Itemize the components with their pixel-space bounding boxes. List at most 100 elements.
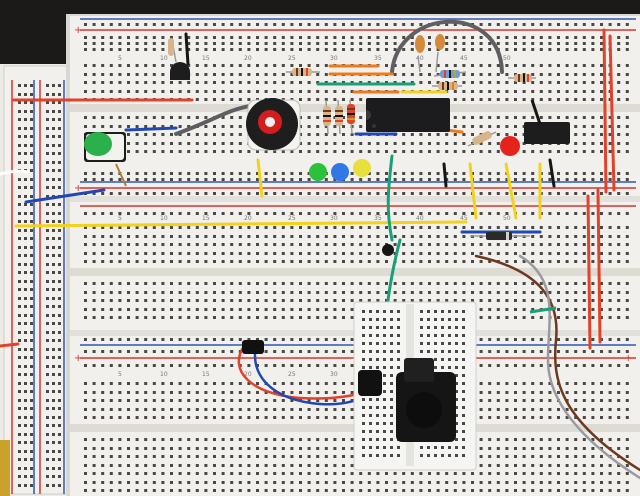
- breadboard-hole: [548, 36, 552, 39]
- breadboard-hole: [434, 446, 437, 449]
- breadboard-hole: [204, 338, 208, 341]
- breadboard-hole: [488, 489, 492, 492]
- breadboard-hole: [52, 127, 55, 130]
- breadboard-hole: [383, 310, 386, 313]
- breadboard-hole: [152, 481, 156, 484]
- breadboard-hole: [187, 408, 191, 411]
- breadboard-hole: [342, 299, 345, 302]
- svg-text:40: 40: [416, 215, 424, 222]
- breadboard-hole: [376, 243, 380, 246]
- breadboard-hole: [195, 260, 199, 263]
- breadboard-hole: [30, 101, 33, 104]
- breadboard-hole: [324, 260, 328, 263]
- breadboard-hole: [574, 489, 578, 492]
- breadboard-hole: [359, 150, 363, 153]
- breadboard-hole: [307, 212, 311, 215]
- breadboard-hole: [24, 161, 27, 164]
- breadboard-hole: [455, 350, 458, 353]
- breadboard-hole: [342, 125, 345, 128]
- breadboard-hole: [462, 64, 466, 67]
- breadboard-hole: [24, 254, 27, 257]
- breadboard-hole: [453, 489, 457, 492]
- breadboard-hole: [135, 438, 139, 441]
- breadboard-hole: [436, 291, 440, 294]
- breadboard-hole: [324, 338, 328, 341]
- breadboard-hole: [625, 338, 629, 341]
- breadboard-hole: [505, 226, 509, 229]
- breadboard-hole: [462, 390, 465, 393]
- breadboard-hole: [539, 23, 543, 26]
- breadboard-hole: [299, 472, 302, 475]
- breadboard-hole: [135, 81, 139, 84]
- breadboard-hole: [441, 310, 444, 313]
- breadboard-hole: [333, 391, 337, 394]
- breadboard-hole: [369, 406, 372, 409]
- breadboard-hole: [58, 399, 61, 402]
- breadboard-hole: [350, 150, 354, 153]
- breadboard-hole: [531, 438, 535, 441]
- breadboard-hole: [127, 42, 130, 45]
- breadboard-hole: [52, 356, 55, 359]
- breadboard-hole: [479, 464, 483, 467]
- breadboard-hole: [522, 338, 526, 341]
- breadboard-hole: [455, 342, 458, 345]
- breadboard-hole: [46, 458, 49, 461]
- breadboard-hole: [471, 42, 474, 45]
- breadboard-hole: [359, 42, 363, 45]
- breadboard-hole: [127, 399, 130, 402]
- breadboard-hole: [383, 318, 386, 321]
- breadboard-hole: [178, 316, 182, 319]
- breadboard-hole: [367, 243, 371, 246]
- breadboard-hole: [281, 48, 285, 51]
- breadboard-hole: [307, 391, 311, 394]
- breadboard-hole: [273, 90, 277, 93]
- breadboard-hole: [625, 133, 629, 136]
- breadboard-hole: [539, 98, 543, 101]
- breadboard-hole: [410, 472, 414, 475]
- breadboard-hole: [273, 172, 277, 175]
- breadboard-hole: [574, 150, 578, 153]
- breadboard-hole: [46, 246, 49, 249]
- breadboard-hole: [369, 414, 372, 417]
- breadboard-hole: [445, 472, 449, 475]
- breadboard-hole: [565, 338, 569, 341]
- breadboard-hole: [247, 472, 251, 475]
- breadboard-hole: [127, 48, 130, 51]
- breadboard-hole: [247, 212, 251, 215]
- breadboard-hole: [52, 254, 55, 257]
- breadboard-hole: [316, 455, 320, 458]
- breadboard-hole: [514, 48, 517, 51]
- breadboard-hole: [256, 438, 259, 441]
- breadboard-hole: [273, 252, 277, 255]
- breadboard-hole: [127, 308, 130, 311]
- breadboard-hole: [591, 350, 595, 353]
- breadboard-hole: [290, 81, 294, 84]
- breadboard-hole: [230, 350, 234, 353]
- svg-text:35: 35: [374, 55, 382, 62]
- breadboard-hole: [505, 133, 509, 136]
- audio-jack: [396, 358, 456, 442]
- breadboard-hole: [376, 226, 380, 229]
- breadboard-hole: [213, 73, 216, 76]
- breadboard-hole: [187, 416, 191, 419]
- breadboard-hole: [376, 282, 380, 285]
- breadboard-hole: [247, 178, 251, 181]
- breadboard-hole: [367, 472, 371, 475]
- breadboard-hole: [531, 282, 535, 285]
- breadboard-hole: [101, 23, 105, 26]
- breadboard-hole: [290, 226, 294, 229]
- breadboard-hole: [256, 472, 259, 475]
- breadboard-hole: [402, 243, 406, 246]
- breadboard-hole: [118, 116, 122, 119]
- breadboard-hole: [324, 226, 328, 229]
- breadboard-hole: [385, 178, 388, 181]
- breadboard-hole: [52, 135, 55, 138]
- breadboard-hole: [574, 455, 578, 458]
- breadboard-hole: [471, 481, 474, 484]
- breadboard-hole: [213, 481, 216, 484]
- breadboard-hole: [161, 73, 165, 76]
- breadboard-hole: [213, 299, 216, 302]
- breadboard-hole: [307, 133, 311, 136]
- breadboard-hole: [247, 243, 251, 246]
- breadboard-hole: [367, 42, 371, 45]
